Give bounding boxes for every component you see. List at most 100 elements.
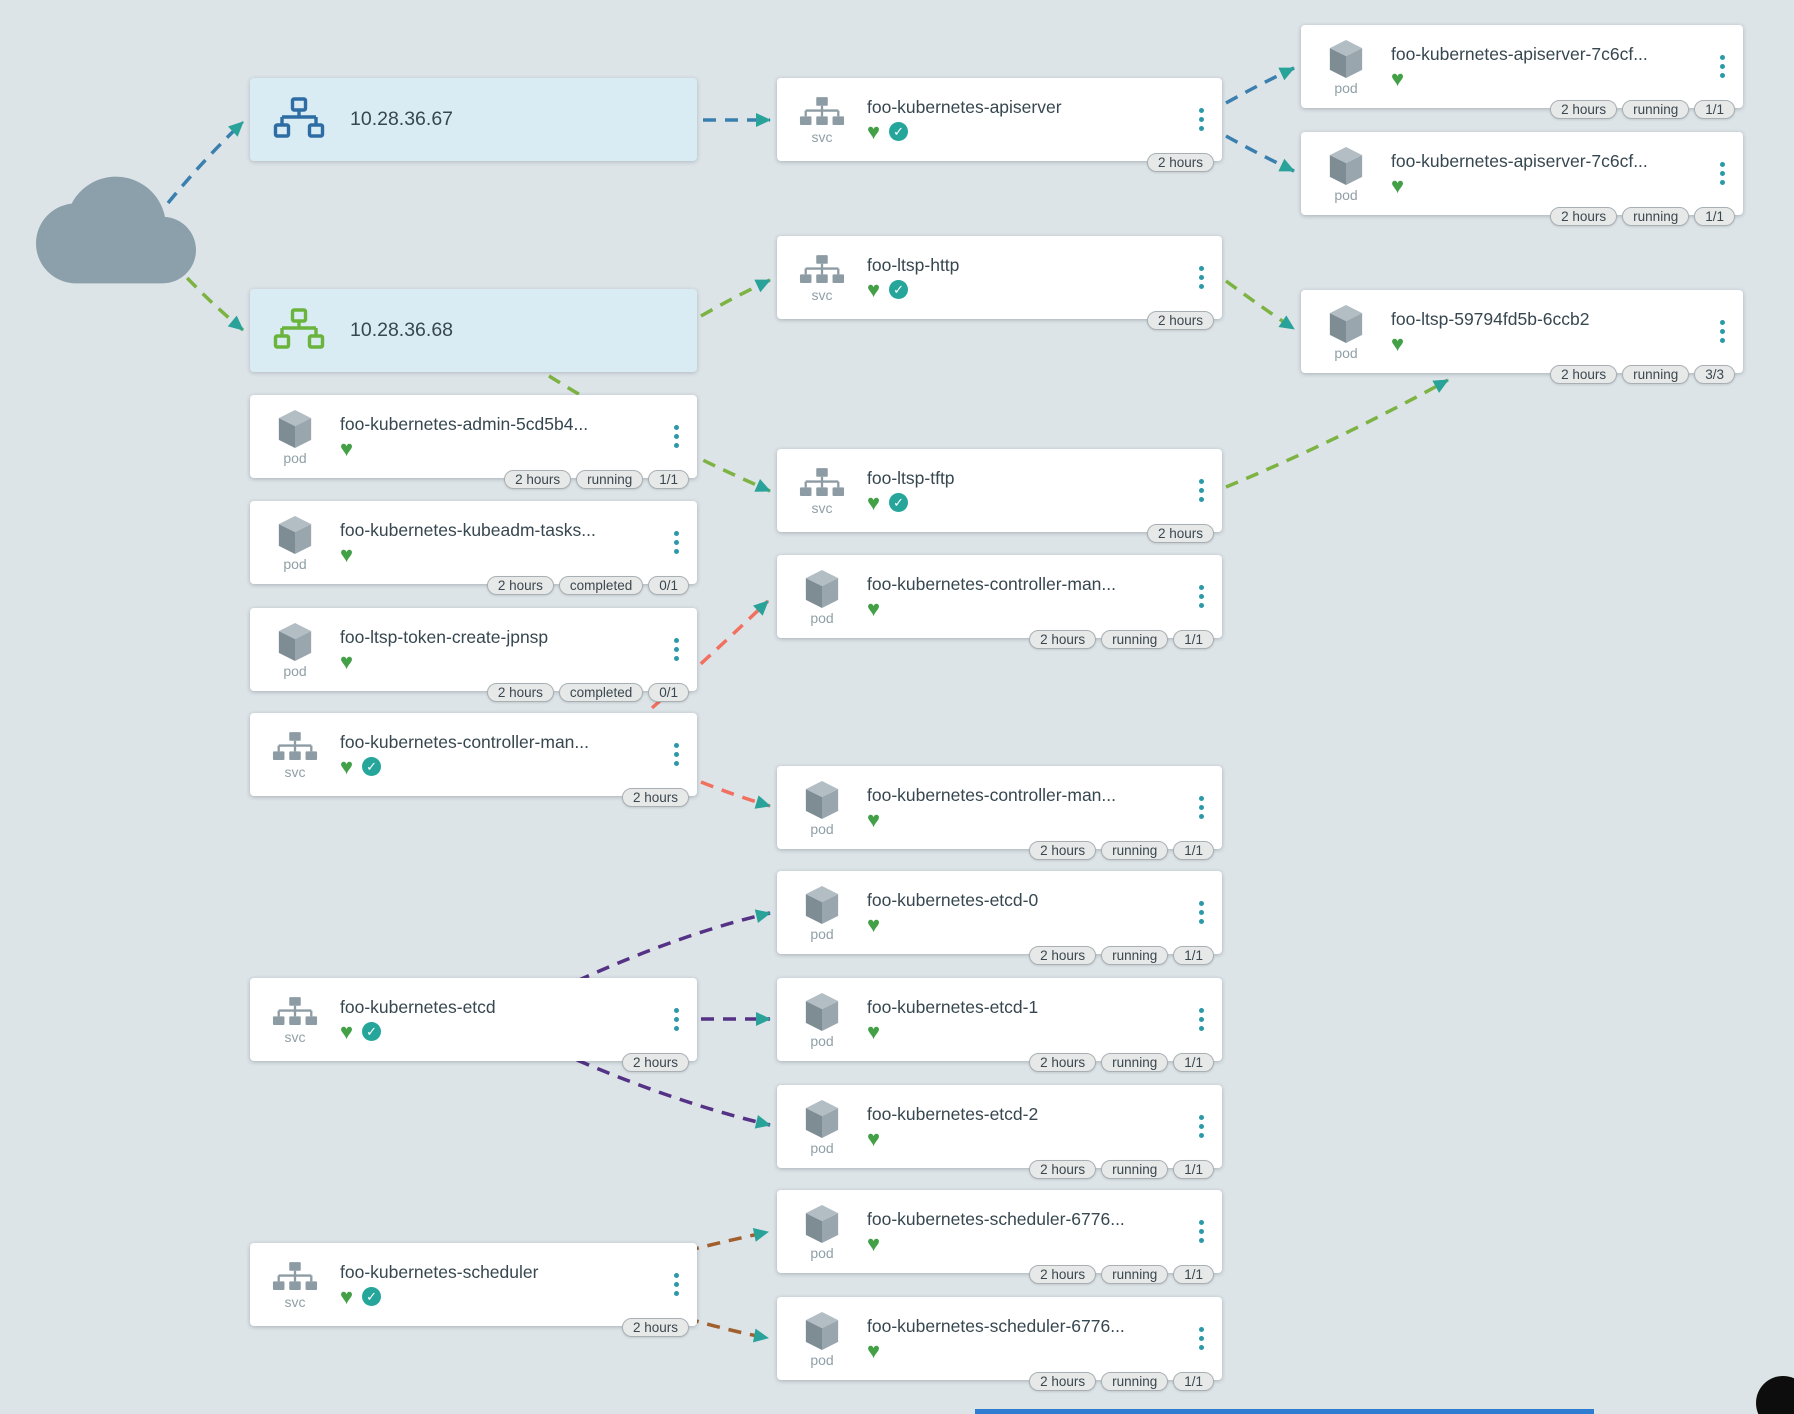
host-node-host-68[interactable]: 10.28.36.68 <box>250 289 697 372</box>
host-ip-label: 10.28.36.67 <box>350 108 454 130</box>
age-badge: 2 hours <box>1550 365 1618 384</box>
host-node-host-67[interactable]: 10.28.36.67 <box>250 78 697 161</box>
pod-icon: pod <box>793 780 851 836</box>
node-menu-button[interactable] <box>1193 1000 1210 1039</box>
health-heart-icon: ♥ <box>340 648 354 674</box>
node-menu-button[interactable] <box>1714 47 1731 86</box>
ready-badge: 0/1 <box>648 683 689 702</box>
cloud-icon <box>36 176 196 314</box>
health-heart-icon: ♥ <box>340 753 354 779</box>
edge-svc-apiserver-to-pod-apiserver-2 <box>1225 134 1295 173</box>
age-badge: 2 hours <box>1029 946 1097 965</box>
age-badge: 2 hours <box>1029 630 1097 649</box>
health-heart-icon: ♥ <box>340 1283 354 1309</box>
node-menu-button[interactable] <box>668 417 685 456</box>
age-badge: 2 hours <box>504 470 572 489</box>
node-menu-button[interactable] <box>1714 312 1731 351</box>
node-menu-button[interactable] <box>1193 893 1210 932</box>
svc-icon: svc <box>266 731 324 779</box>
node-menu-button[interactable] <box>1193 1212 1210 1251</box>
resource-name: foo-kubernetes-controller-man... <box>867 573 1116 594</box>
status-badge: running <box>1101 630 1169 649</box>
node-menu-button[interactable] <box>1193 1107 1210 1146</box>
status-badge: running <box>1101 1372 1169 1391</box>
edge-svc-apiserver-to-pod-apiserver-1 <box>1225 66 1295 105</box>
ready-check-icon: ✓ <box>362 1022 382 1041</box>
ready-badge: 1/1 <box>648 470 689 489</box>
node-menu-button[interactable] <box>668 523 685 562</box>
resource-name: foo-kubernetes-controller-man... <box>340 731 589 752</box>
ready-badge: 1/1 <box>1173 841 1214 860</box>
node-menu-button[interactable] <box>668 1265 685 1304</box>
health-heart-icon: ♥ <box>867 1337 881 1363</box>
health-heart-icon: ♥ <box>340 435 354 461</box>
health-heart-icon: ♥ <box>867 595 881 621</box>
age-badge: 2 hours <box>1029 1372 1097 1391</box>
node-menu-button[interactable] <box>1193 788 1210 827</box>
ready-badge: 1/1 <box>1694 207 1735 226</box>
kind-caption: svc <box>811 286 833 303</box>
node-menu-button[interactable] <box>1193 471 1210 510</box>
health-heart-icon: ♥ <box>867 1018 881 1044</box>
kind-caption: svc <box>284 1028 306 1045</box>
resource-name: foo-ltsp-token-create-jpnsp <box>340 626 549 647</box>
resource-name: foo-kubernetes-controller-man... <box>867 784 1116 805</box>
ready-badge: 1/1 <box>1694 100 1735 119</box>
node-menu-button[interactable] <box>1193 1319 1210 1358</box>
node-menu-button[interactable] <box>668 735 685 774</box>
node-menu-button[interactable] <box>668 630 685 669</box>
kind-caption: pod <box>283 449 307 466</box>
age-badge: 2 hours <box>486 683 554 702</box>
kind-caption: pod <box>1334 79 1358 96</box>
age-badge: 2 hours <box>1029 841 1097 860</box>
svc-node-svc-controller-manager[interactable]: svc foo-kubernetes-controller-man...♥ ✓ 2 h… <box>250 713 697 807</box>
resource-name: foo-kubernetes-scheduler-6776... <box>867 1208 1125 1229</box>
health-heart-icon: ♥ <box>340 1018 354 1044</box>
edge-host-68-to-svc-ltsp-http <box>700 278 771 318</box>
resource-name: foo-kubernetes-etcd <box>340 996 496 1017</box>
pod-icon: pod <box>793 885 851 941</box>
ready-check-icon: ✓ <box>889 122 909 141</box>
cloud-node[interactable] <box>36 150 196 310</box>
resource-name: foo-kubernetes-scheduler <box>340 1261 539 1282</box>
kind-caption: pod <box>810 1351 834 1368</box>
status-badge: running <box>1622 365 1690 384</box>
node-menu-button[interactable] <box>1193 100 1210 139</box>
kind-caption: svc <box>811 128 833 145</box>
health-heart-icon: ♥ <box>1391 172 1405 198</box>
node-menu-button[interactable] <box>668 1000 685 1039</box>
kind-caption: pod <box>810 1032 834 1049</box>
resource-name: foo-ltsp-http <box>867 254 960 275</box>
age-badge: 2 hours <box>1146 153 1214 172</box>
kind-caption: svc <box>284 1293 306 1310</box>
age-badge: 2 hours <box>621 788 689 807</box>
resource-name: foo-kubernetes-etcd-0 <box>867 889 1039 910</box>
pod-icon: pod <box>1317 39 1375 95</box>
ready-check-icon: ✓ <box>362 757 382 776</box>
node-menu-button[interactable] <box>1714 154 1731 193</box>
node-menu-button[interactable] <box>1193 258 1210 297</box>
ready-badge: 1/1 <box>1173 1160 1214 1179</box>
pod-icon: pod <box>793 1311 851 1367</box>
node-menu-button[interactable] <box>1193 577 1210 616</box>
ready-check-icon: ✓ <box>362 1287 382 1306</box>
resource-name: foo-kubernetes-apiserver-7c6cf... <box>1391 43 1648 64</box>
